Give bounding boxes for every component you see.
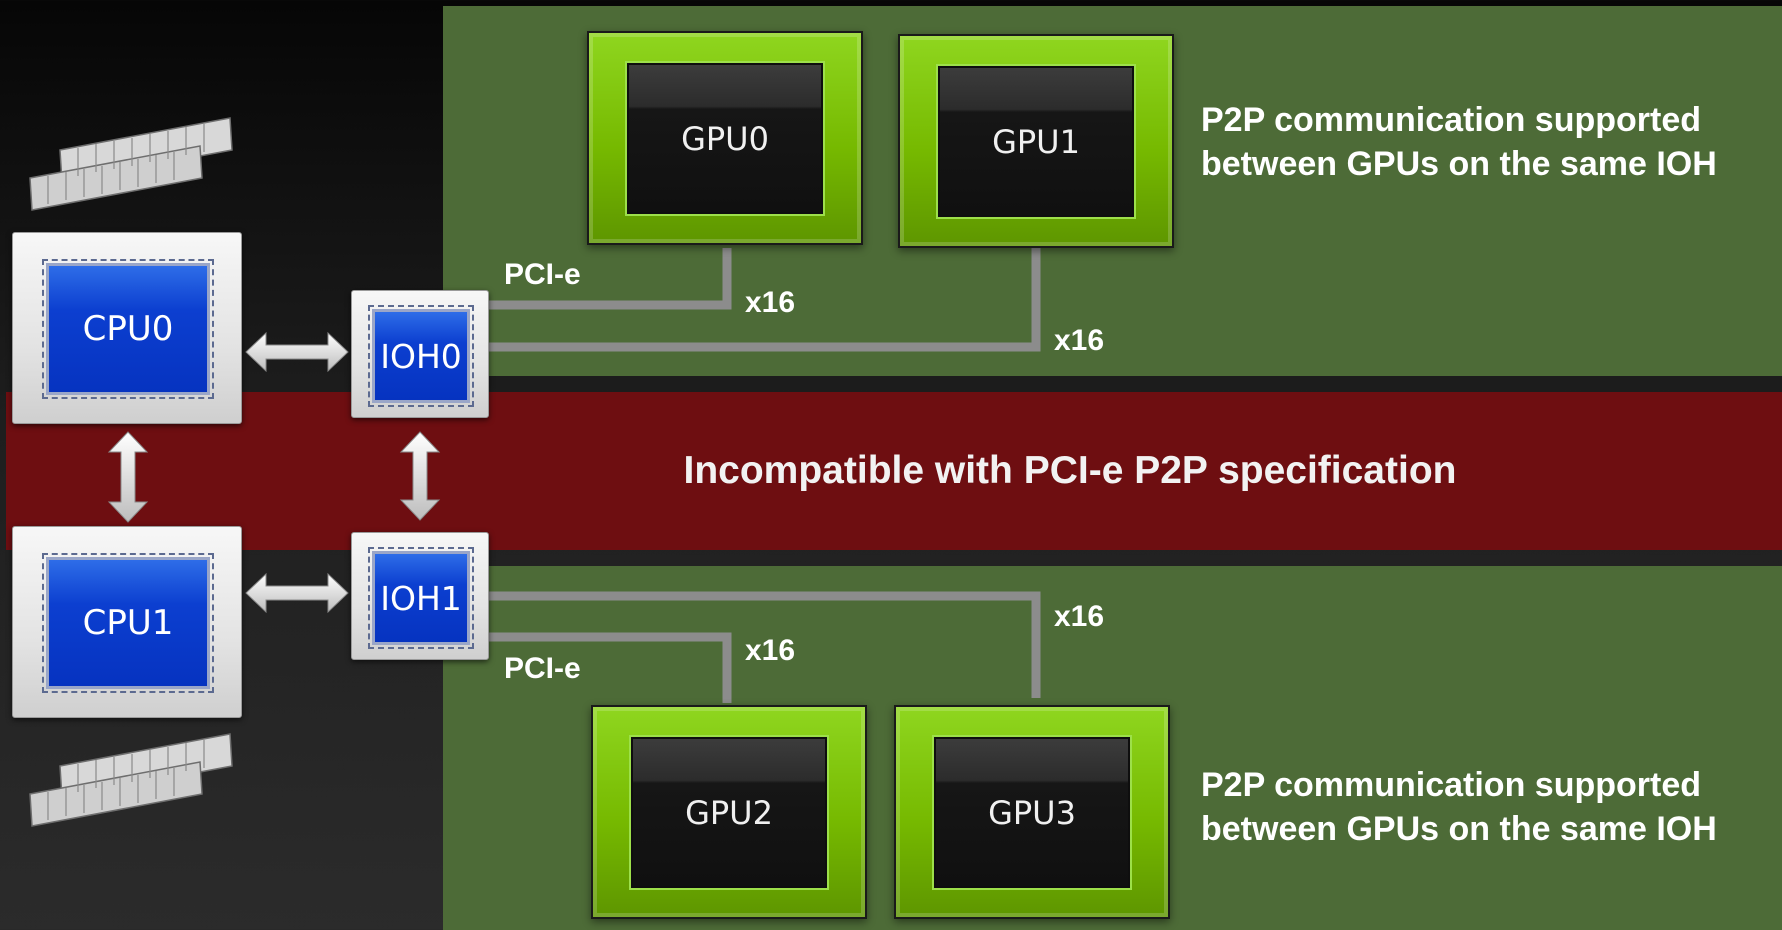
x16-label-gpu0: x16: [745, 286, 796, 319]
cpu-chip-0: CPU0: [12, 232, 242, 424]
link-ioh0-gpu1: [489, 248, 1041, 352]
x16-label-gpu2: x16: [745, 634, 796, 667]
bidirectional-arrow-icon: [245, 572, 349, 614]
link-ioh1-gpu1-lane: [489, 591, 1041, 698]
p2p-note-top-line2: between GPUs on the same IOH: [1201, 145, 1717, 183]
pcie-label-bottom: PCI-e: [504, 652, 581, 685]
cpu-chip-1: CPU1: [12, 526, 242, 718]
gpu-label-1: GPU1: [938, 66, 1134, 217]
gpu-card-0: GPU0: [587, 31, 863, 245]
link-ioh0-gpu0: [489, 248, 732, 310]
incompatibility-band: [6, 392, 1782, 550]
cpu-label-0: CPU0: [42, 259, 214, 399]
p2p-note-bottom: P2P communication supported between GPUs…: [1201, 763, 1717, 851]
x16-label-gpu3: x16: [1054, 600, 1105, 633]
ioh-chip-0: IOH0: [351, 290, 489, 418]
incompatibility-label: Incompatible with PCI-e P2P specificatio…: [683, 449, 1457, 492]
memory-module-icon: [29, 733, 233, 827]
gpu-label-3: GPU3: [934, 737, 1130, 888]
x16-label-gpu1: x16: [1054, 324, 1105, 357]
p2p-note-top: P2P communication supported between GPUs…: [1201, 98, 1717, 186]
gpu-card-1: GPU1: [898, 34, 1174, 248]
memory-module-icon: [29, 117, 233, 211]
gpu-label-0: GPU0: [627, 63, 823, 214]
p2p-note-bottom-line1: P2P communication supported: [1201, 766, 1702, 804]
p2p-note-top-line1: P2P communication supported: [1201, 101, 1702, 139]
bidirectional-arrow-icon: [399, 431, 441, 521]
link-ioh1-gpu2: [489, 632, 732, 703]
cpu-label-1: CPU1: [42, 553, 214, 693]
bidirectional-arrow-icon: [245, 331, 349, 373]
gpu-card-2: GPU2: [591, 705, 867, 919]
ioh-chip-1: IOH1: [351, 532, 489, 660]
ioh-label-1: IOH1: [368, 547, 474, 649]
pcie-label-top: PCI-e: [504, 258, 581, 291]
gpu-label-2: GPU2: [631, 737, 827, 888]
bidirectional-arrow-icon: [107, 431, 149, 523]
gpu-card-3: GPU3: [894, 705, 1170, 919]
p2p-note-bottom-line2: between GPUs on the same IOH: [1201, 810, 1717, 848]
ioh-label-0: IOH0: [368, 305, 474, 407]
